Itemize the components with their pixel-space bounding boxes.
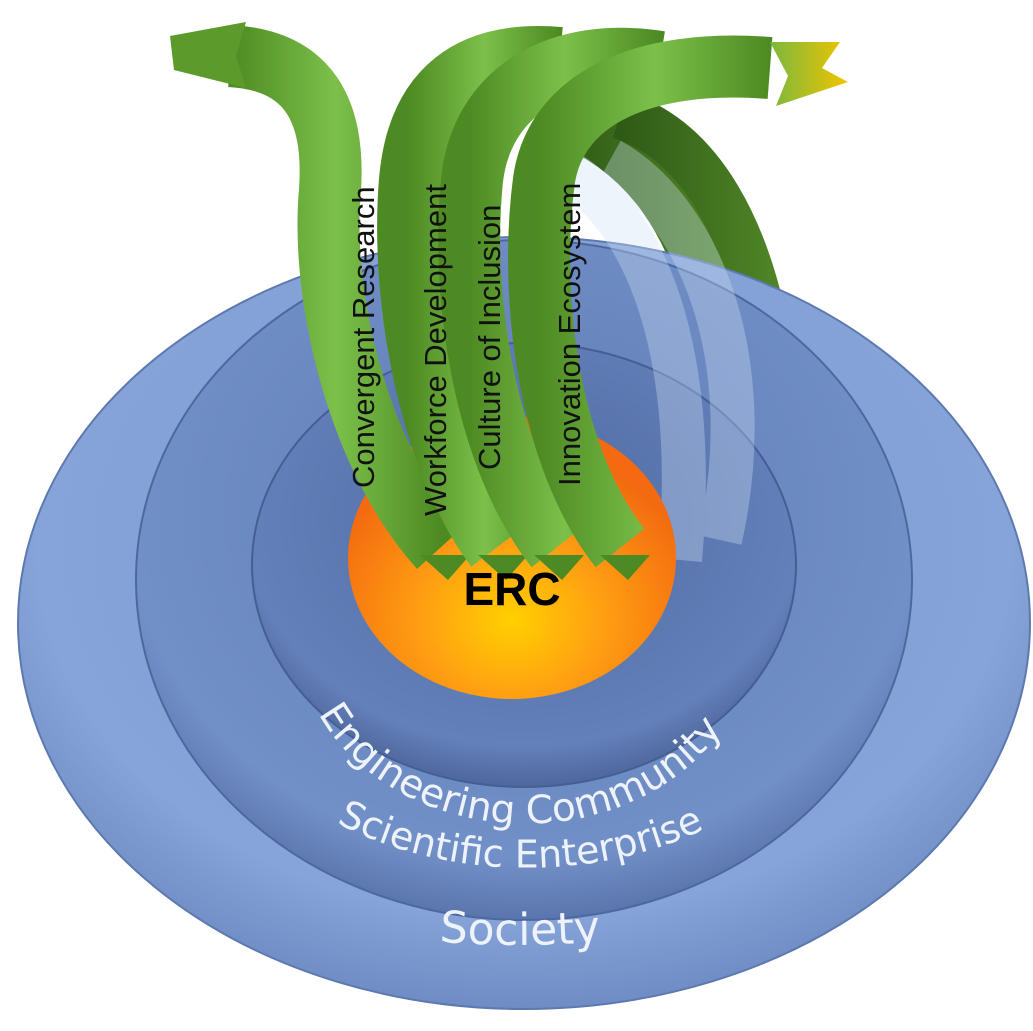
arrow-label-culture-of-inclusion: Culture of Inclusion (472, 205, 507, 470)
arrow-convergent-research (170, 22, 470, 580)
ring-label-society: Society (438, 902, 601, 956)
arrow-head-left (170, 22, 246, 88)
arrow-head-right (770, 42, 848, 106)
center-label: ERC (463, 563, 560, 615)
arrow-culture-of-inclusion (438, 27, 665, 580)
ring-label-society-path: Society (438, 902, 601, 956)
arrow-innovation-ecosystem (508, 35, 848, 580)
arrow-label-convergent-research: Convergent Research (346, 186, 381, 488)
arrow-workforce-development (377, 26, 563, 580)
arrows (170, 22, 848, 580)
arrow-label-workforce-development: Workforce Development (418, 184, 453, 516)
arrow-shadows (535, 139, 755, 562)
arrow-label-innovation-ecosystem: Innovation Ecosystem (552, 183, 587, 486)
